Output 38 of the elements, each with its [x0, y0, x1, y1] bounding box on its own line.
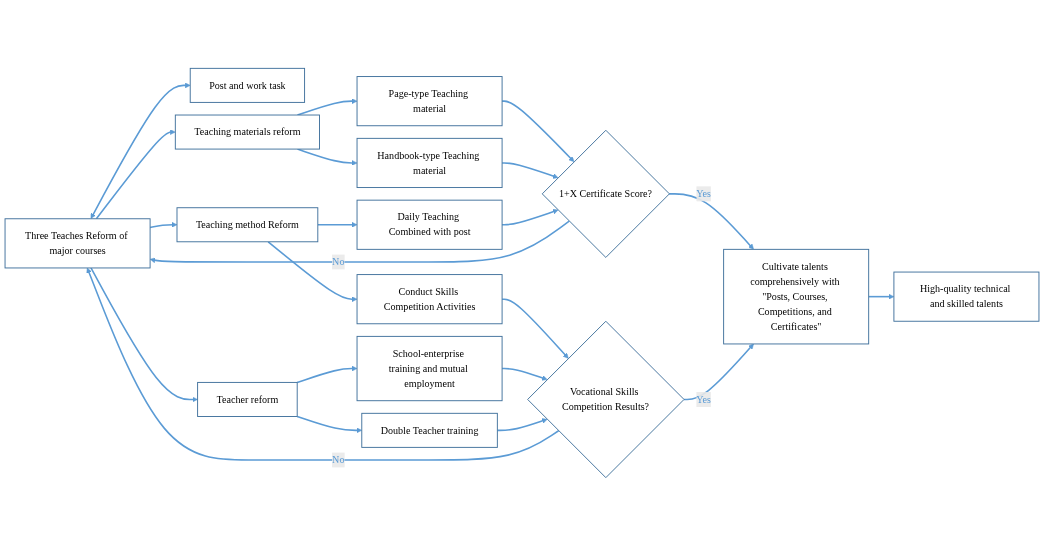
- node-box: Handbook-type Teaching material: [356, 137, 503, 189]
- node-box: Teaching materials reform: [174, 114, 320, 150]
- node-box: Teaching method Reform: [176, 207, 319, 243]
- edge-label: No: [332, 256, 345, 268]
- arrow: [682, 343, 754, 401]
- arrow: [90, 267, 198, 403]
- node-box: Conduct Skills Competition Activities: [356, 274, 503, 325]
- node-box: Cultivate talents comprehensively with "Posts, Courses, Competitions, and Certificates": [723, 248, 870, 345]
- arrow: [90, 82, 191, 219]
- arrow: [501, 209, 559, 226]
- arrow: [501, 162, 559, 179]
- arrow: [867, 293, 895, 300]
- arrow: [267, 241, 358, 302]
- node-diamond: 1+X Certificate Score?: [541, 129, 670, 258]
- arrow: [296, 365, 358, 384]
- arrow: [149, 220, 570, 263]
- node-box: Double Teacher training: [361, 412, 498, 448]
- arrow: [501, 100, 575, 162]
- node-box: Page-type Teaching material: [356, 76, 503, 127]
- arrow: [496, 418, 548, 432]
- arrow: [296, 415, 363, 434]
- arrow: [86, 267, 560, 461]
- edge-label: Yes: [696, 188, 712, 199]
- arrow: [95, 129, 176, 220]
- arrow: [149, 222, 178, 229]
- node-diamond: Vocational Skills Competition Results?: [527, 320, 685, 479]
- node-box: Three Teaches Reform of major courses: [4, 218, 151, 269]
- node-box: Teacher reform: [197, 381, 298, 417]
- arrow: [501, 298, 569, 359]
- arrow: [317, 222, 358, 228]
- arrow: [501, 367, 548, 381]
- node-box: Post and work task: [189, 67, 306, 103]
- node-box: Daily Teaching Combined with post: [356, 199, 503, 250]
- edge-label: Yes: [696, 393, 712, 405]
- arrow: [668, 193, 754, 250]
- node-box: High-quality technical and skilled talents: [893, 271, 1040, 322]
- edge-label: No: [332, 454, 345, 466]
- node-box: School-enterprise training and mutual employment: [356, 335, 503, 402]
